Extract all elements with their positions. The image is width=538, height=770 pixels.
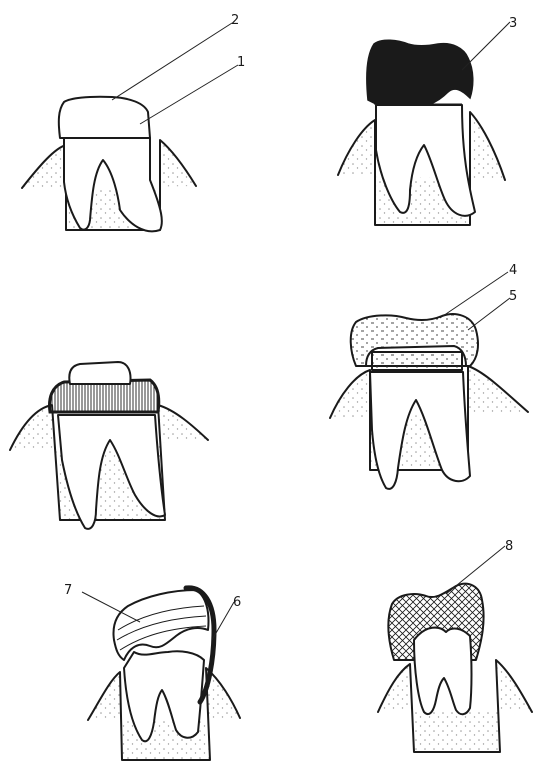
panel-layered-crown: 4 5 bbox=[330, 263, 528, 489]
crown-layer-a bbox=[59, 97, 150, 138]
label-6: 6 bbox=[233, 595, 241, 610]
label-7: 7 bbox=[64, 583, 72, 598]
label-8: 8 bbox=[505, 539, 513, 554]
panel-crosshatch-crown: 8 bbox=[378, 539, 532, 752]
leader-4 bbox=[440, 272, 508, 318]
metal-cap-3 bbox=[367, 40, 473, 104]
leader-3 bbox=[462, 22, 510, 70]
panel-veneer-crown: 7 6 bbox=[64, 583, 241, 760]
label-3: 3 bbox=[509, 16, 517, 31]
label-1: 1 bbox=[237, 55, 245, 70]
label-4: 4 bbox=[509, 263, 517, 278]
veneer-layer-7 bbox=[114, 590, 209, 660]
tooth-root-f bbox=[414, 628, 472, 715]
crown-cap-c bbox=[69, 362, 130, 384]
panel-crown-layers: 2 1 bbox=[22, 13, 245, 231]
label-2: 2 bbox=[231, 13, 239, 28]
panel-metal-cap: 3 bbox=[338, 16, 517, 225]
panel-banded-crown bbox=[10, 362, 208, 529]
leader-5 bbox=[468, 298, 510, 330]
leader-2 bbox=[112, 23, 232, 100]
inner-core-d bbox=[372, 352, 462, 370]
leader-1 bbox=[140, 65, 238, 124]
label-5: 5 bbox=[509, 289, 517, 304]
